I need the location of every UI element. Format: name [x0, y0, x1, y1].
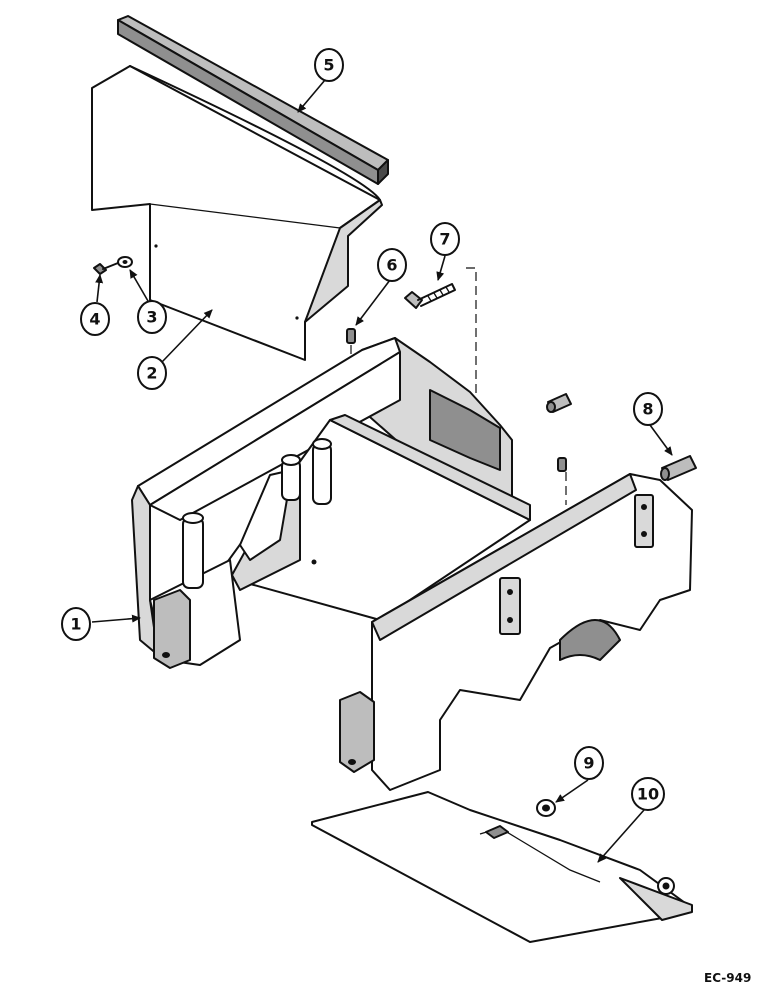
callout-4: 4	[80, 302, 110, 336]
callout-7: 7	[430, 222, 460, 256]
callout-3: 3	[137, 300, 167, 334]
callout-3-label: 3	[146, 308, 157, 327]
callout-5-label: 5	[323, 56, 334, 75]
callout-1: 1	[61, 607, 91, 641]
callout-leaders	[91, 79, 673, 863]
callout-8: 8	[633, 392, 663, 426]
callout-2-label: 2	[146, 364, 157, 383]
callout-10-label: 10	[637, 785, 659, 804]
callout-1-label: 1	[70, 615, 81, 634]
part-4-screw	[93, 262, 119, 275]
small-set-screw	[557, 457, 567, 472]
callout-7-label: 7	[439, 230, 450, 249]
part-1-main-frame	[131, 337, 693, 791]
part-9-washer-upper	[536, 799, 556, 817]
callout-9: 9	[574, 746, 604, 780]
callout-6: 6	[377, 248, 407, 282]
part-10-floor-plate	[311, 791, 693, 943]
part-2-cover-panel	[91, 65, 383, 361]
part-5-seal-strip	[117, 15, 389, 185]
part-8-pin-lower	[660, 455, 697, 481]
figure-reference: EC-949	[704, 971, 751, 985]
part-6-set-screw	[346, 328, 356, 344]
part-7-bolt	[404, 283, 456, 309]
callout-2: 2	[137, 356, 167, 390]
part-9-washer-lower	[657, 877, 675, 895]
part-8-pin-upper	[546, 393, 572, 413]
part-3-washer	[117, 256, 133, 268]
callout-8-label: 8	[642, 400, 653, 419]
callout-4-label: 4	[89, 310, 100, 329]
callout-5: 5	[314, 48, 344, 82]
callout-10: 10	[631, 777, 665, 811]
callout-6-label: 6	[386, 256, 397, 275]
callout-9-label: 9	[583, 754, 594, 773]
